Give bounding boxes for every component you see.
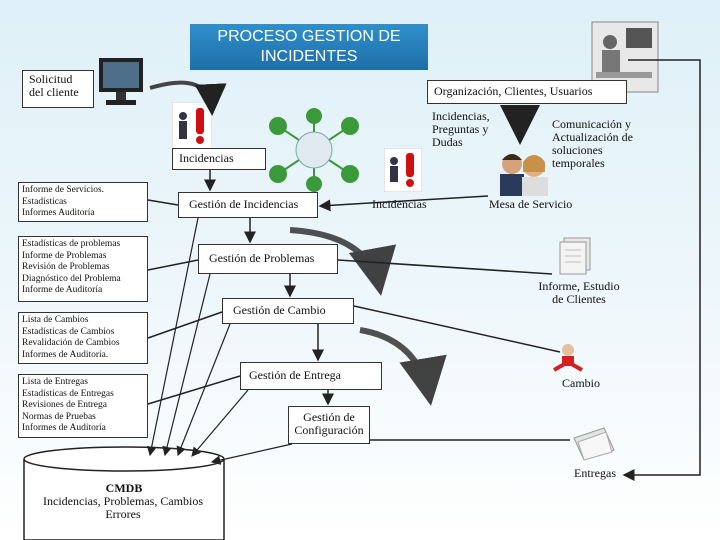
entregas-label: Entregas	[574, 466, 616, 480]
report-line: Informes de Auditoría.	[22, 349, 109, 360]
report-line: Lista de Entregas	[22, 377, 88, 387]
alert-person-icon	[172, 102, 212, 150]
papers-icon	[570, 424, 618, 464]
arrow	[162, 273, 211, 457]
change-icon	[548, 340, 588, 376]
solicitud-box: Solicitud del cliente	[22, 70, 94, 108]
gestion-cambio-box: Gestión de Cambio	[222, 298, 354, 324]
report-line: Estadísticas de Cambios	[22, 326, 115, 337]
gestion-configuracion-box: Gestión de Configuración	[288, 406, 370, 444]
report-line: Informes Auditoría	[22, 208, 95, 218]
arrow	[176, 323, 231, 457]
report-line: Estadísticas	[22, 196, 67, 207]
cmdb-subtitle: Incidencias, Problemas, Cambios Errores	[43, 494, 203, 521]
gestion-incidencias-box: Gestión de Incidencias	[178, 192, 318, 218]
connector-line	[337, 259, 553, 275]
connector-line	[147, 311, 223, 339]
arrow	[146, 217, 199, 457]
mesa-servicio-label: Mesa de Servicio	[489, 197, 573, 211]
report-line: Lista de Cambios	[22, 315, 89, 325]
connector-line	[147, 259, 199, 271]
documents-icon	[556, 236, 594, 276]
report-box-cambios: Lista de Cambios Estadísticas de Cambios…	[18, 312, 148, 364]
call-center-icon	[492, 146, 552, 196]
report-box-entregas: Lista de Entregas Estadísticas de Entreg…	[18, 374, 148, 438]
report-line: Informe de Servicios.	[22, 185, 105, 195]
cmdb-title: CMDB	[105, 481, 143, 495]
report-line: Estadísticas de problemas	[22, 239, 121, 249]
report-box-problemas: Estadísticas de problemas Informe de Pro…	[18, 236, 148, 302]
gestion-problemas-box: Gestión de Problemas	[198, 244, 338, 274]
incidencias-preguntas-label: Incidencias, Preguntas y Dudas	[432, 109, 490, 149]
cambio-label: Cambio	[562, 376, 600, 390]
report-line: Revalidación de Cambios	[22, 338, 120, 348]
gestion-entrega-box: Gestión de Entrega	[240, 362, 382, 390]
monitor-icon	[96, 56, 146, 112]
report-box-servicios: Informe de Servicios. Estadísticas Infor…	[18, 182, 148, 222]
report-line: Revisión de Problemas	[22, 262, 110, 272]
report-line: Informe de Auditoría	[22, 285, 103, 295]
connector-line	[147, 375, 241, 405]
comunicacion-label: Comunicación y Actualización de solucion…	[552, 117, 633, 170]
report-line: Informes de Auditoría	[22, 423, 106, 433]
report-line: Diagnóstico del Problema	[22, 273, 121, 284]
report-line: Revisiones de Entrega	[22, 400, 107, 410]
organizacion-box: Organización, Clientes, Usuarios	[427, 80, 627, 104]
incidencias-mid-label: Incidencias	[372, 197, 427, 211]
alert-person-icon	[384, 148, 422, 192]
globe-network-icon	[264, 108, 364, 192]
informe-estudio-label: Informe, Estudio de Clientes	[538, 279, 620, 306]
incidencias-box: Incidencias	[172, 148, 266, 170]
connector-line	[353, 305, 561, 353]
report-line: Estadísticas de Entregas	[22, 388, 114, 399]
report-line: Normas de Pruebas	[22, 411, 96, 422]
connector-line	[147, 199, 179, 206]
page-title: PROCESO GESTION DE INCIDENTES	[190, 24, 428, 70]
report-line: Informe de Problemas	[22, 250, 107, 261]
